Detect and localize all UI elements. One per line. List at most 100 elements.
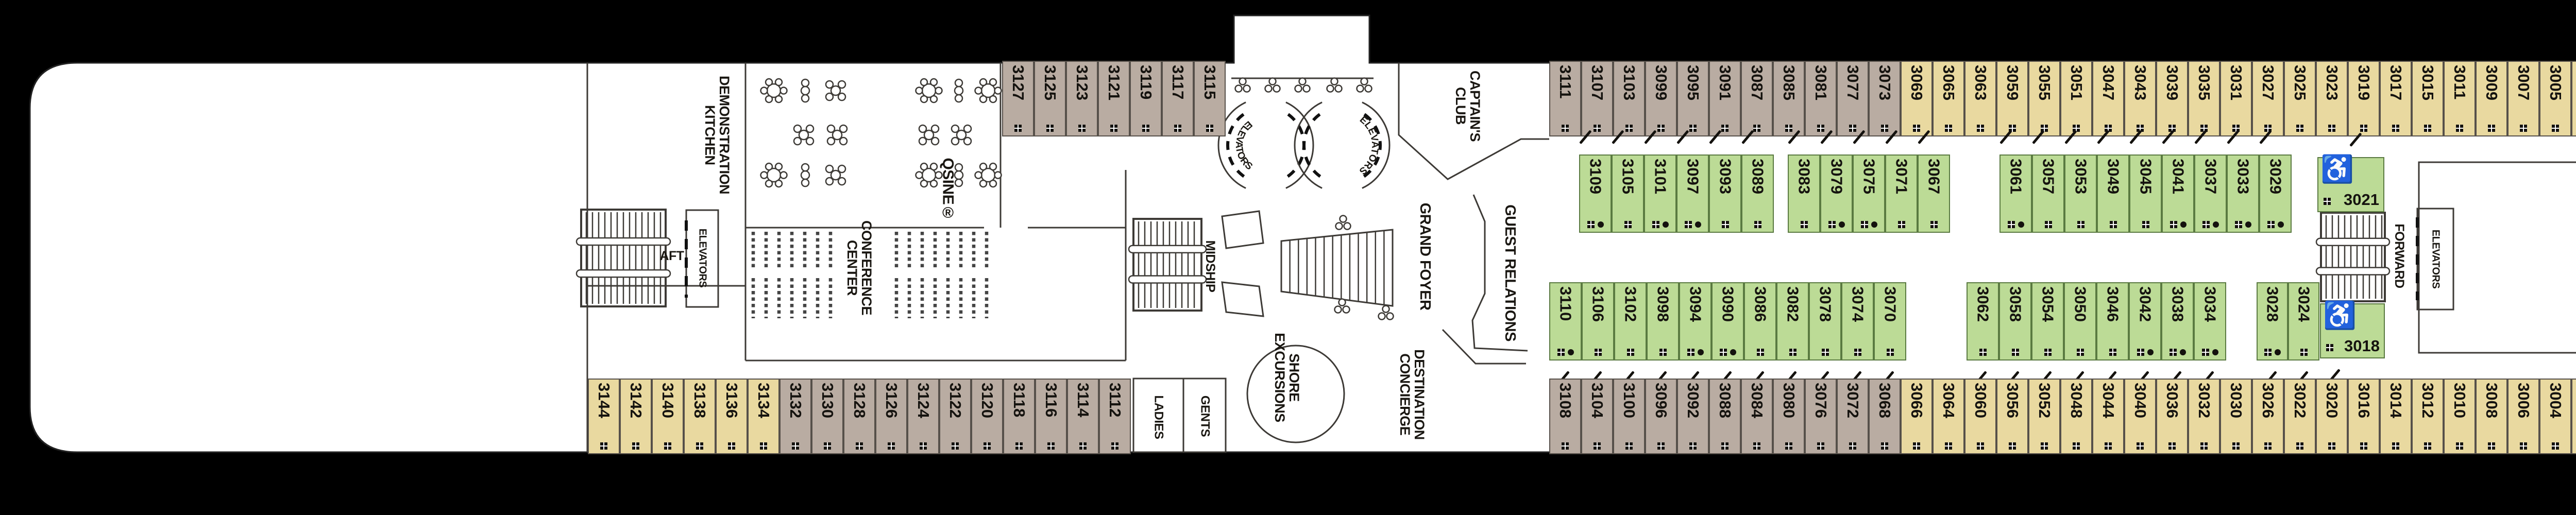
cabin-3022[interactable]: 3022 (2284, 379, 2316, 454)
cabin-3082[interactable]: 3082 (1776, 282, 1809, 385)
cabin-3124[interactable]: 3124 (907, 379, 939, 454)
cabin-3063[interactable]: 3063 (1964, 61, 1996, 136)
cabin-3064[interactable]: 3064 (1933, 379, 1964, 454)
cabin-3019[interactable]: 3019 (2348, 61, 2380, 136)
cabin-3081[interactable]: 3081 (1805, 61, 1837, 136)
cabin-3038[interactable]: 3038 (2161, 282, 2194, 385)
cabin-3140[interactable]: 3140 (652, 379, 684, 454)
cabin-3062[interactable]: 3062 (1967, 282, 1999, 385)
cabin-3060[interactable]: 3060 (1964, 379, 1996, 454)
cabin-3065[interactable]: 3065 (1933, 61, 1964, 136)
cabin-3085[interactable]: 3085 (1773, 61, 1805, 136)
cabin-3098[interactable]: 3098 (1647, 282, 1679, 385)
cabin-3007[interactable]: 3007 (2507, 61, 2539, 136)
cabin-3084[interactable]: 3084 (1741, 379, 1773, 454)
cabin-3061[interactable]: 3061 (1999, 130, 2032, 233)
cabin-3014[interactable]: 3014 (2380, 379, 2412, 454)
cabin-3103[interactable]: 3103 (1613, 61, 1645, 136)
cabin-3114[interactable]: 3114 (1067, 379, 1099, 454)
cabin-3028[interactable]: 3028 (2257, 282, 2288, 385)
cabin-3111[interactable]: 3111 (1549, 61, 1581, 136)
cabin-3018[interactable]: ♿3018 (2320, 302, 2385, 383)
cabin-3105[interactable]: 3105 (1612, 130, 1644, 233)
cabin-3026[interactable]: 3026 (2252, 379, 2284, 454)
cabin-3074[interactable]: 3074 (1841, 282, 1874, 385)
cabin-3034[interactable]: 3034 (2194, 282, 2226, 385)
cabin-3043[interactable]: 3043 (2124, 61, 2156, 136)
cabin-3102[interactable]: 3102 (1614, 282, 1647, 385)
cabin-3086[interactable]: 3086 (1744, 282, 1776, 385)
cabin-3053[interactable]: 3053 (2064, 130, 2097, 233)
cabin-3033[interactable]: 3033 (2227, 130, 2259, 233)
cabin-3005[interactable]: 3005 (2539, 61, 2571, 136)
cabin-3104[interactable]: 3104 (1581, 379, 1613, 454)
cabin-3027[interactable]: 3027 (2252, 61, 2284, 136)
cabin-3017[interactable]: 3017 (2380, 61, 2412, 136)
cabin-3093[interactable]: 3093 (1709, 130, 1741, 233)
cabin-3008[interactable]: 3008 (2476, 379, 2507, 454)
cabin-3117[interactable]: 3117 (1162, 61, 1194, 136)
cabin-3050[interactable]: 3050 (2064, 282, 2096, 385)
cabin-3078[interactable]: 3078 (1809, 282, 1841, 385)
cabin-3073[interactable]: 3073 (1869, 61, 1901, 136)
cabin-3110[interactable]: 3110 (1549, 282, 1582, 385)
cabin-3004[interactable]: 3004 (2539, 379, 2571, 454)
cabin-3109[interactable]: 3109 (1579, 130, 1612, 233)
cabin-3107[interactable]: 3107 (1581, 61, 1613, 136)
cabin-3090[interactable]: 3090 (1711, 282, 1744, 385)
cabin-3115[interactable]: 3115 (1194, 61, 1226, 136)
cabin-3029[interactable]: 3029 (2259, 130, 2292, 233)
cabin-3138[interactable]: 3138 (684, 379, 716, 454)
cabin-3101[interactable]: 3101 (1644, 130, 1676, 233)
cabin-3088[interactable]: 3088 (1709, 379, 1741, 454)
cabin-3042[interactable]: 3042 (2129, 282, 2161, 385)
cabin-3016[interactable]: 3016 (2348, 379, 2380, 454)
cabin-3012[interactable]: 3012 (2412, 379, 2444, 454)
cabin-3079[interactable]: 3079 (1820, 130, 1853, 233)
cabin-3144[interactable]: 3144 (588, 379, 620, 454)
cabin-3011[interactable]: 3011 (2444, 61, 2476, 136)
cabin-3076[interactable]: 3076 (1805, 379, 1837, 454)
cabin-3132[interactable]: 3132 (779, 379, 811, 454)
cabin-3047[interactable]: 3047 (2092, 61, 2124, 136)
cabin-3119[interactable]: 3119 (1130, 61, 1162, 136)
cabin-3003[interactable]: 3003 (2571, 61, 2576, 136)
cabin-3044[interactable]: 3044 (2092, 379, 2124, 454)
cabin-3095[interactable]: 3095 (1677, 61, 1709, 136)
cabin-3096[interactable]: 3096 (1645, 379, 1677, 454)
cabin-3092[interactable]: 3092 (1677, 379, 1709, 454)
cabin-3020[interactable]: 3020 (2316, 379, 2348, 454)
cabin-3039[interactable]: 3039 (2156, 61, 2188, 136)
cabin-3080[interactable]: 3080 (1773, 379, 1805, 454)
cabin-3130[interactable]: 3130 (811, 379, 843, 454)
cabin-3046[interactable]: 3046 (2096, 282, 2129, 385)
cabin-3091[interactable]: 3091 (1709, 61, 1741, 136)
cabin-3002[interactable]: 3002 (2571, 379, 2576, 454)
cabin-3055[interactable]: 3055 (2028, 61, 2060, 136)
cabin-3134[interactable]: 3134 (748, 379, 779, 454)
cabin-3056[interactable]: 3056 (1996, 379, 2028, 454)
cabin-3118[interactable]: 3118 (1003, 379, 1035, 454)
cabin-3057[interactable]: 3057 (2032, 130, 2064, 233)
cabin-3106[interactable]: 3106 (1582, 282, 1614, 385)
cabin-3009[interactable]: 3009 (2476, 61, 2507, 136)
cabin-3099[interactable]: 3099 (1645, 61, 1677, 136)
cabin-3036[interactable]: 3036 (2156, 379, 2188, 454)
cabin-3128[interactable]: 3128 (843, 379, 875, 454)
cabin-3069[interactable]: 3069 (1901, 61, 1933, 136)
cabin-3048[interactable]: 3048 (2060, 379, 2092, 454)
cabin-3032[interactable]: 3032 (2188, 379, 2220, 454)
cabin-3087[interactable]: 3087 (1741, 61, 1773, 136)
cabin-3049[interactable]: 3049 (2097, 130, 2129, 233)
cabin-3083[interactable]: 3083 (1788, 130, 1820, 233)
cabin-3024[interactable]: 3024 (2288, 282, 2319, 385)
cabin-3071[interactable]: 3071 (1885, 130, 1918, 233)
cabin-3125[interactable]: 3125 (1034, 61, 1066, 136)
cabin-3035[interactable]: 3035 (2188, 61, 2220, 136)
cabin-3023[interactable]: 3023 (2316, 61, 2348, 136)
cabin-3045[interactable]: 3045 (2129, 130, 2162, 233)
cabin-3041[interactable]: 3041 (2162, 130, 2194, 233)
cabin-3127[interactable]: 3127 (1002, 61, 1034, 136)
cabin-3112[interactable]: 3112 (1099, 379, 1131, 454)
cabin-3059[interactable]: 3059 (1996, 61, 2028, 136)
